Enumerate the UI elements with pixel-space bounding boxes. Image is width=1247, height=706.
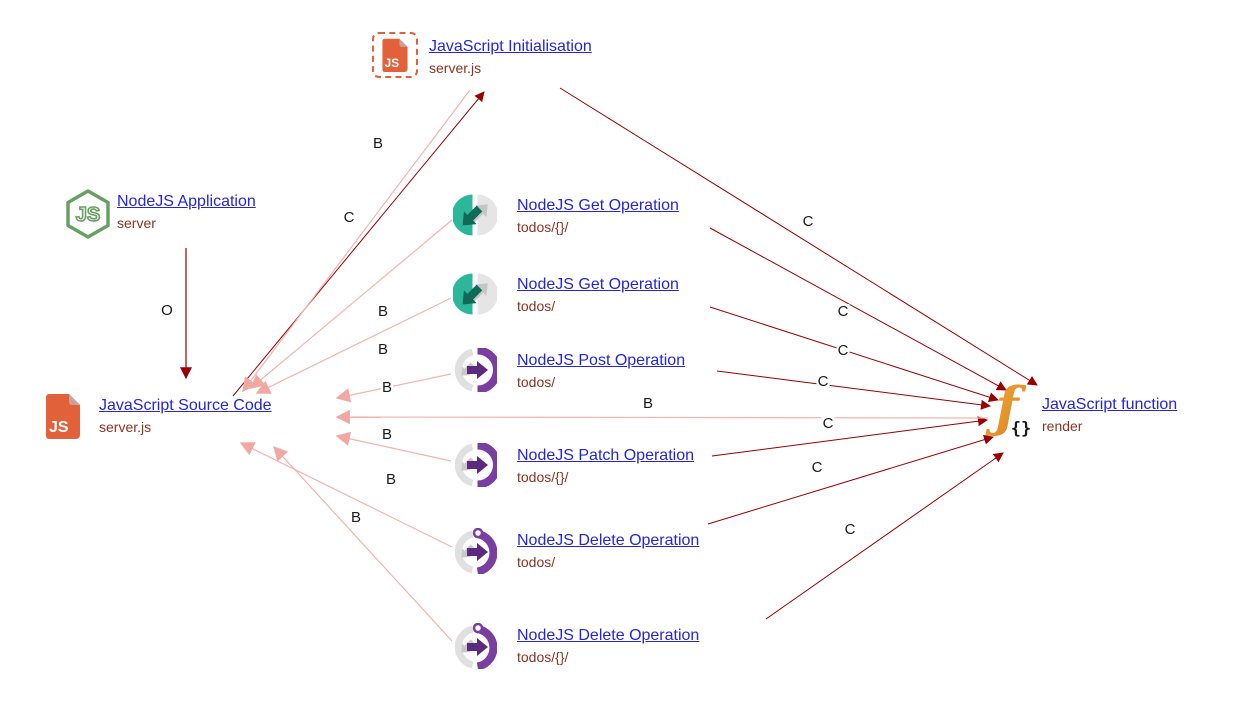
- nodejs-hexagon-icon: JS: [62, 188, 114, 245]
- edge-label-B: B: [376, 303, 390, 320]
- edge-label-C: C: [342, 209, 356, 226]
- node-nodejs-post-operation-link[interactable]: NodeJS Post Operation: [517, 352, 686, 369]
- edge-label-B: B: [349, 509, 363, 526]
- node-nodejs-get-operation-2-link[interactable]: NodeJS Get Operation: [517, 276, 679, 293]
- node-nodejs-post-operation-subtitle: todos/: [517, 374, 556, 390]
- node-javascript-function-subtitle: render: [1042, 418, 1083, 434]
- delete-operation-icon: [453, 622, 498, 674]
- edge-get1-source: [249, 219, 453, 389]
- edge-label-B: B: [380, 426, 394, 443]
- node-nodejs-get-operation-1-link[interactable]: NodeJS Get Operation: [517, 197, 679, 214]
- node-javascript-initialisation-link[interactable]: JavaScript Initialisation: [429, 38, 592, 55]
- edge-delete2-source: [273, 445, 453, 642]
- edge-patch-source: [335, 431, 452, 462]
- js-file-dashed-icon: JS: [372, 32, 418, 78]
- node-nodejs-patch-operation-subtitle: todos/{}/: [517, 469, 569, 485]
- edge-delete1-function: [707, 434, 994, 525]
- edge-label-B: B: [380, 379, 394, 396]
- node-nodejs-patch-operation-link[interactable]: NodeJS Patch Operation: [517, 447, 694, 464]
- edge-label-C: C: [816, 373, 830, 390]
- node-javascript-function-link[interactable]: JavaScript function: [1042, 396, 1178, 413]
- edge-initialisation-function: [559, 87, 1038, 386]
- edge-label-C: C: [836, 342, 850, 359]
- node-nodejs-application-link[interactable]: NodeJS Application: [117, 193, 256, 210]
- svg-text:JS: JS: [385, 56, 400, 70]
- edge-delete2-function: [765, 452, 1004, 620]
- svg-text:JS: JS: [49, 419, 69, 436]
- edge-function-source: [335, 409, 989, 425]
- edge-delete1-source: [239, 442, 453, 548]
- node-nodejs-delete-operation-1-subtitle: todos/: [517, 554, 556, 570]
- edge-get2-function: [709, 306, 999, 402]
- edge-get2-source: [255, 297, 452, 394]
- edge-label-B: B: [376, 341, 390, 358]
- edge-patch-function: [711, 416, 988, 457]
- edge-label-O: O: [160, 302, 174, 319]
- edge-post-function: [716, 370, 991, 410]
- js-file-icon: JS: [45, 393, 81, 444]
- get-operation-icon: [452, 193, 498, 242]
- svg-text:JS: JS: [76, 204, 100, 226]
- node-nodejs-delete-operation-2-link[interactable]: NodeJS Delete Operation: [517, 627, 700, 644]
- node-nodejs-delete-operation-1-link[interactable]: NodeJS Delete Operation: [517, 532, 700, 549]
- function-icon: ƒ {}: [981, 375, 1039, 444]
- node-nodejs-get-operation-2-subtitle: todos/: [517, 298, 556, 314]
- delete-operation-icon: [453, 527, 498, 579]
- node-nodejs-delete-operation-2-subtitle: todos/{}/: [517, 649, 569, 665]
- patch-operation-icon: [453, 441, 501, 492]
- svg-text:{}: {}: [1011, 419, 1031, 439]
- node-javascript-initialisation-subtitle: server.js: [429, 60, 482, 76]
- get-operation-icon: [452, 272, 498, 321]
- post-operation-icon: [453, 346, 501, 397]
- edge-label-C: C: [843, 521, 857, 538]
- node-javascript-source-code-link[interactable]: JavaScript Source Code: [99, 397, 272, 414]
- edge-label-C: C: [821, 415, 835, 432]
- edge-source-initialisation: [232, 91, 485, 397]
- edge-label-B: B: [384, 471, 398, 488]
- edge-label-C: C: [836, 303, 850, 320]
- edge-get1-function: [709, 227, 1007, 391]
- edge-label-C: C: [801, 213, 815, 230]
- edge-label-B: B: [371, 135, 385, 152]
- node-nodejs-application-subtitle: server: [117, 215, 156, 231]
- node-nodejs-get-operation-1-subtitle: todos/{}/: [517, 219, 569, 235]
- edge-label-C: C: [810, 459, 824, 476]
- edge-label-B: B: [641, 395, 655, 412]
- edge-post-source: [335, 373, 452, 403]
- node-javascript-source-code-subtitle: server.js: [99, 419, 152, 435]
- edge-initialisation-source: [242, 89, 471, 393]
